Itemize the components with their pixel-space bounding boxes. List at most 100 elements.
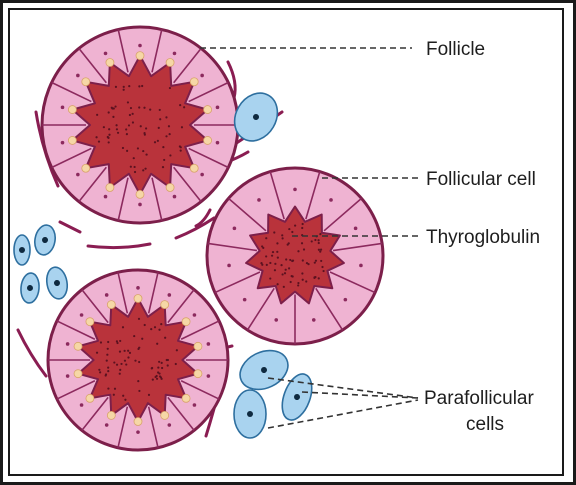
colloid-dot <box>169 133 171 135</box>
colloid-dot <box>116 340 118 342</box>
colloid-dot <box>116 364 118 366</box>
colloid-dot <box>103 126 105 128</box>
colloid-dot <box>156 375 158 377</box>
colloid-dot <box>134 166 136 168</box>
colloid-dot <box>144 168 146 170</box>
colloid-dot <box>125 363 127 365</box>
follicular-cell-nucleus <box>66 374 70 378</box>
colloid-dot <box>132 113 134 115</box>
parafollicular-cell <box>234 343 295 397</box>
colloid-dot <box>106 354 108 356</box>
colloid-dot <box>314 262 316 264</box>
follicular-cell-nucleus <box>168 293 172 297</box>
secretory-vesicle <box>204 136 212 144</box>
secretory-vesicle <box>86 318 94 326</box>
colloid-dot <box>290 281 292 283</box>
colloid-dot <box>162 166 164 168</box>
colloid-dot <box>128 85 130 87</box>
colloid-dot <box>301 227 303 229</box>
colloid-dot <box>122 147 124 149</box>
colloid-dot <box>159 118 161 120</box>
colloid-dot <box>105 374 107 376</box>
colloid-dot <box>111 107 113 109</box>
colloid-dot <box>157 366 159 368</box>
colloid-dot <box>158 361 160 363</box>
colloid-dot <box>108 134 110 136</box>
colloid-dot <box>129 114 131 116</box>
colloid-dot <box>261 245 263 247</box>
colloid-dot <box>108 111 110 113</box>
colloid-dot <box>138 390 140 392</box>
follicular-cell-nucleus <box>233 227 237 231</box>
colloid-dot <box>288 267 290 269</box>
capillary-fragment <box>18 330 46 376</box>
parafollicular-cell <box>20 272 41 303</box>
colloid-dot <box>138 106 140 108</box>
secretory-vesicle <box>136 52 144 60</box>
colloid-dot <box>124 350 126 352</box>
colloid-dot <box>126 150 128 152</box>
colloid-dot <box>140 125 142 127</box>
colloid-dot <box>269 262 271 264</box>
secretory-vesicle <box>86 394 94 402</box>
colloid-dot <box>276 251 278 253</box>
secretory-vesicle <box>190 164 198 172</box>
colloid-dot <box>108 128 110 130</box>
colloid-dot <box>116 128 118 130</box>
colloid-dot <box>285 258 287 260</box>
colloid-dot <box>159 109 161 111</box>
colloid-dot <box>150 328 152 330</box>
colloid-dot <box>143 107 145 109</box>
colloid-dot <box>181 126 183 128</box>
colloid-dot <box>320 260 322 262</box>
colloid-dot <box>318 277 320 279</box>
colloid-dot <box>114 388 116 390</box>
parafollicular-cell <box>33 223 58 256</box>
parafollicular-label-line1: Parafollicular <box>424 388 534 409</box>
secretory-vesicle <box>136 190 144 198</box>
colloid-dot <box>169 154 171 156</box>
colloid-dot <box>322 270 324 272</box>
colloid-dot <box>130 166 132 168</box>
colloid-dot <box>289 259 291 261</box>
colloid-dot <box>297 284 299 286</box>
colloid-dot <box>120 363 122 365</box>
colloid-dot <box>260 262 262 264</box>
colloid-dot <box>130 107 132 109</box>
colloid-dot <box>169 87 171 89</box>
colloid-dot <box>282 237 284 239</box>
colloid-dot <box>165 135 167 137</box>
colloid-dot <box>164 337 166 339</box>
colloid-dot <box>180 150 182 152</box>
colloid-dot <box>276 242 278 244</box>
parafollicular-cell-nucleus <box>19 247 25 253</box>
colloid-dot <box>319 251 321 253</box>
secretory-vesicle <box>107 301 115 309</box>
colloid-dot <box>288 228 290 230</box>
colloid-dot <box>163 159 165 161</box>
secretory-vesicle <box>107 411 115 419</box>
colloid-dot <box>160 376 162 378</box>
colloid-dot <box>137 380 139 382</box>
secretory-vesicle <box>74 342 82 350</box>
colloid-dot <box>98 369 100 371</box>
follicular-cell-nucleus <box>104 52 108 56</box>
secretory-vesicle <box>68 106 76 114</box>
colloid-dot <box>133 157 135 159</box>
follicular-cell-nucleus <box>193 403 197 407</box>
colloid-dot <box>126 133 128 135</box>
colloid-dot <box>302 259 304 261</box>
colloid-dot <box>128 124 130 126</box>
colloid-dot <box>281 234 283 236</box>
secretory-vesicle <box>194 342 202 350</box>
follicular-cell-nucleus <box>257 198 261 202</box>
colloid-dot <box>122 326 124 328</box>
colloid-dot <box>321 266 323 268</box>
colloid-dot <box>297 250 299 252</box>
colloid-dot <box>183 106 185 108</box>
follicular-cell-nucleus <box>207 374 211 378</box>
colloid-dot <box>132 121 134 123</box>
follicle-label: Follicle <box>426 39 485 60</box>
colloid-dot <box>266 264 268 266</box>
colloid-dot <box>133 335 135 337</box>
